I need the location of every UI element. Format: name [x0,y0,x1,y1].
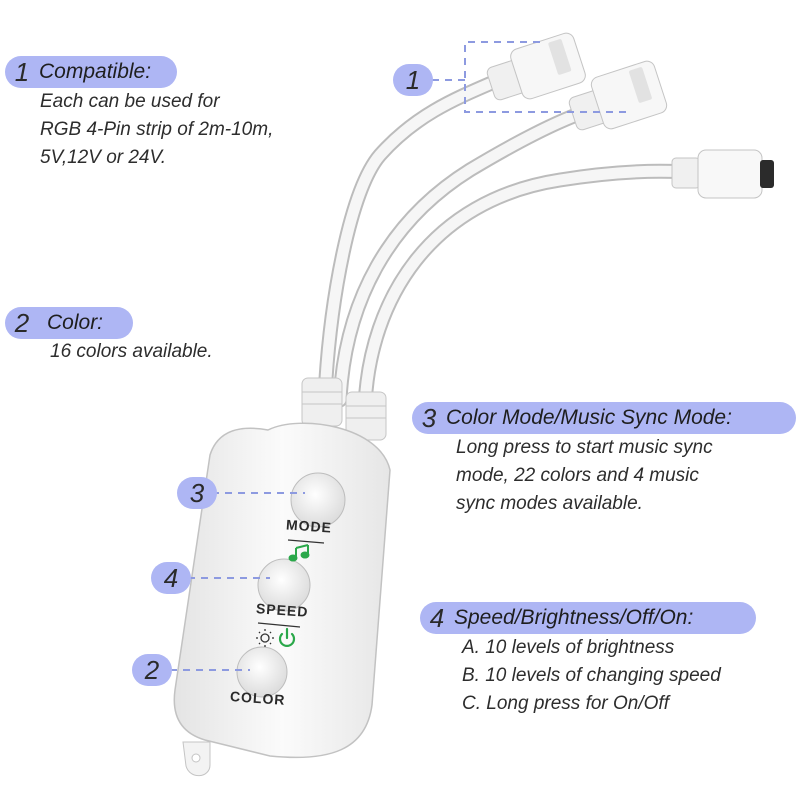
speed-button[interactable] [257,558,311,612]
strain-reliefs [301,377,387,441]
callout-connector: 1 [393,64,433,96]
female-connector-1 [486,32,586,101]
feature-4-heading: 4 Speed/Brightness/Off/On: [420,602,756,634]
feature-3-number: 3 [421,402,437,433]
button-leaders [170,492,305,671]
feature-2-heading: 2 Color: [5,307,133,339]
feature-1-description: Each can be used for RGB 4-Pin strip of … [40,91,274,168]
feature-2-description: 16 colors available. [50,341,213,362]
callout-mode: 3 [177,477,217,509]
mode-underline [287,539,325,544]
feature-2-number: 2 [14,307,30,338]
power-icon [278,627,296,647]
male-connector [671,149,774,199]
feature-2-title: Color: [47,311,104,334]
feature-1-title: Compatible: [39,60,152,83]
sun-icon [256,629,274,647]
feature-3-description: Long press to start music sync mode, 22 … [456,437,713,514]
feature-1-number: 1 [14,56,30,87]
feature-4-number: 4 [429,602,445,633]
speed-underline [257,622,301,628]
color-button[interactable] [236,646,288,698]
feature-3-title: Color Mode/Music Sync Mode: [446,406,732,429]
feature-1-heading: 1 Compatible: [5,56,177,88]
feature-4-description: A. 10 levels of brightness B. 10 levels … [462,637,721,714]
feature-3-heading: 3 Color Mode/Music Sync Mode: [412,402,796,434]
callout-speed: 4 [151,562,191,594]
callout-color: 2 [132,654,172,686]
cables [317,67,693,413]
mode-label: MODE [285,516,333,536]
mode-button[interactable] [290,472,346,528]
feature-4-title: Speed/Brightness/Off/On: [454,606,694,629]
music-note-icon [288,544,310,562]
connector-leader [432,41,630,113]
